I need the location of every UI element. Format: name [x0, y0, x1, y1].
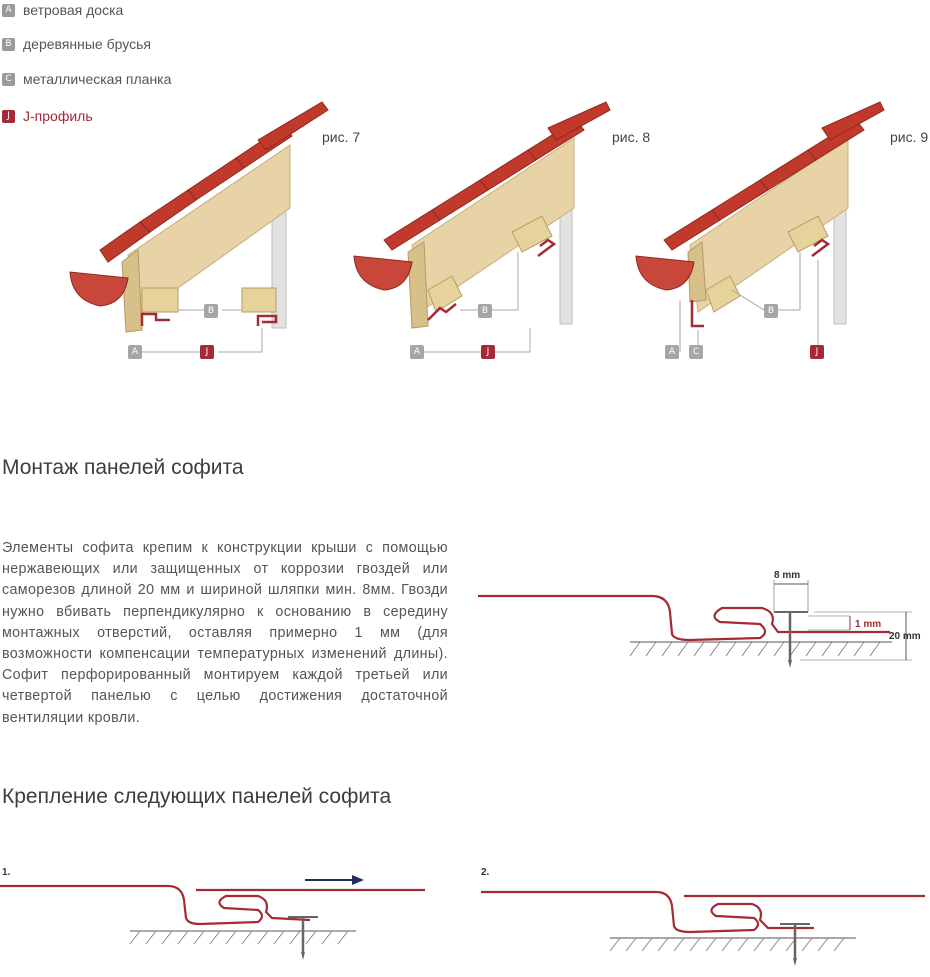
gutter-8 [353, 255, 413, 291]
legend-label-j: J-профиль [23, 108, 93, 124]
j-profile-left-8 [427, 303, 457, 321]
legend-item-j: J J-профиль [2, 106, 93, 126]
j-profile-right-7 [256, 314, 278, 326]
wind-board-9 [687, 241, 707, 303]
fig9-tag-c: C [689, 345, 703, 359]
fig8-tag-b: B [478, 304, 492, 318]
next-panels-section-title: Крепление следующих панелей софита [2, 785, 392, 808]
fig7-tag-j: J [200, 345, 214, 359]
fig8-tag-j: J [481, 345, 495, 359]
leader-lines-9 [679, 252, 819, 352]
step-1-diagram [0, 875, 425, 960]
legend-item-b: B деревянные брусья [2, 34, 151, 54]
j-profile-9 [811, 238, 831, 257]
figure-8-drawing [353, 101, 611, 353]
step-2-panel-old [481, 890, 814, 934]
roof-tiles-8 [383, 101, 611, 251]
figure-label-9: рис. 9 [890, 129, 929, 145]
step-1-label: 1. [2, 867, 11, 878]
legend-item-a: A ветровая доска [2, 0, 123, 20]
legend-badge-b: B [2, 37, 15, 51]
batten-right-7 [241, 287, 277, 313]
wind-board-7 [121, 249, 143, 333]
roof-eave-figure-7 [69, 101, 885, 353]
fig8-tag-a: A [410, 345, 424, 359]
mounting-instructions-text: Элементы софита крепим к конструкции кры… [2, 540, 448, 726]
roof-tiles-9 [663, 101, 885, 251]
step-2-label: 2. [481, 867, 490, 878]
leader-lines-7 [136, 309, 263, 353]
fig9-tag-b: B [764, 304, 778, 318]
direction-arrow-head [352, 875, 364, 885]
step-2-diagram [481, 890, 925, 966]
roof-tiles-7 [99, 101, 329, 263]
batten-left-9 [705, 275, 741, 313]
figure-7-drawing [69, 101, 329, 353]
figure-9-drawing [635, 101, 885, 352]
figure-label-8: рис. 8 [612, 129, 651, 145]
legend-badge-j: J [2, 109, 15, 123]
dim-8mm-label: 8 mm [774, 570, 800, 581]
dim-1mm-label: 1 mm [855, 619, 881, 630]
legend-badge-a: A [2, 3, 15, 17]
fig9-tag-a: A [665, 345, 679, 359]
fig7-tag-a: A [128, 345, 142, 359]
legend-label-a: ветровая доска [23, 2, 124, 18]
soffit-panel-profile [478, 594, 890, 642]
metal-strip-9 [690, 300, 704, 328]
mounting-section-title: Монтаж панелей софита [2, 456, 244, 479]
nail-tip [788, 660, 792, 668]
batten-right-9 [787, 215, 829, 253]
legend-item-c: C металлическая планка [2, 69, 171, 89]
figure-label-7: рис. 7 [322, 129, 361, 145]
wind-board-8 [407, 241, 429, 329]
batten-left-8 [427, 275, 463, 313]
j-profile-left-7 [140, 312, 170, 326]
leader-lines-8 [418, 252, 531, 353]
batten-right-8 [511, 215, 553, 253]
fig7-tag-b: B [204, 304, 218, 318]
gutter-9 [635, 255, 695, 291]
j-profile-right-8 [537, 238, 557, 257]
legend-label-b: деревянные брусья [23, 36, 151, 52]
legend-badge-c: C [2, 72, 15, 86]
step-1-panel-old [0, 884, 311, 926]
legend-label-c: металлическая планка [23, 71, 172, 87]
gutter-7 [69, 271, 129, 307]
dim-20mm-label: 20 mm [889, 631, 921, 642]
fig9-tag-j: J [810, 345, 824, 359]
base-hatching [629, 641, 881, 657]
batten-left-7 [141, 287, 179, 313]
